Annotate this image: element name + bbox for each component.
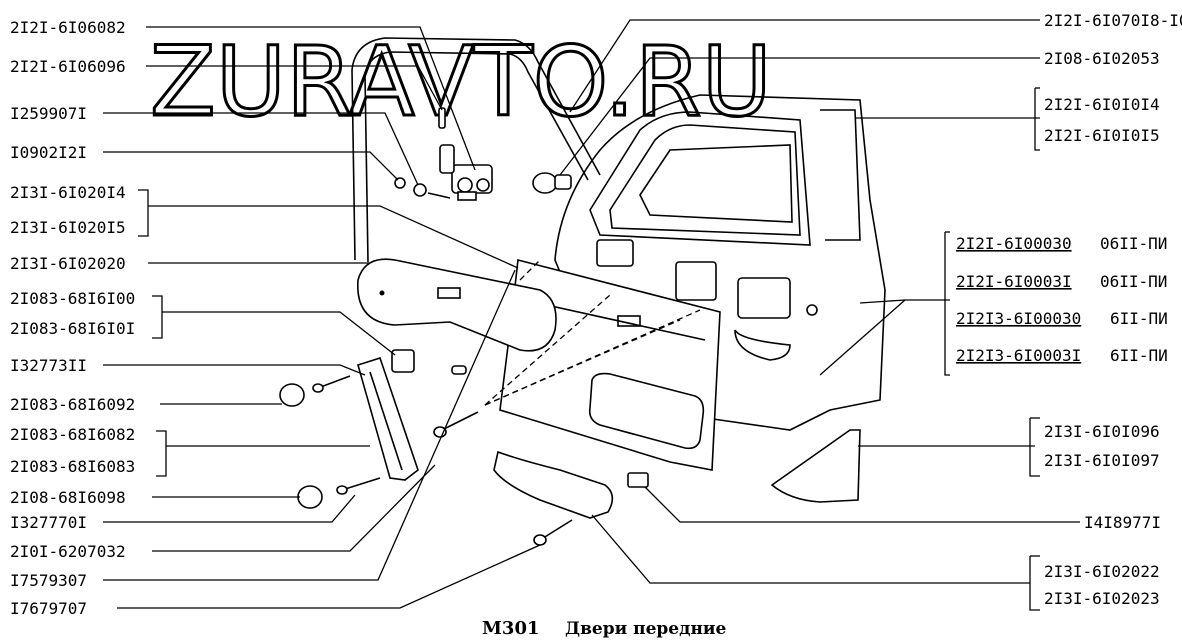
label-r3b: 2I2I-6I0I0I5 xyxy=(1044,126,1160,145)
label-l7b: 2I083-68I6I0I xyxy=(10,319,135,338)
label-l14: I7579307 xyxy=(10,571,87,590)
label-r4b: 2I2I-6I0003I xyxy=(956,272,1072,291)
label-l12: I327770I xyxy=(10,513,87,532)
washer-part xyxy=(413,183,427,197)
label-l11: 2I08-68I6098 xyxy=(10,488,126,507)
cap-part-lower xyxy=(297,485,323,509)
caption-title: Двери передние xyxy=(565,619,727,639)
label-l5a: 2I3I-6I020I4 xyxy=(10,183,126,202)
label-l10b: 2I083-68I6083 xyxy=(10,457,135,476)
left-labels: 2I2I-6I06082 2I2I-6I06096 I259907I I0902… xyxy=(10,18,135,618)
label-l2: 2I2I-6I06096 xyxy=(10,57,126,76)
door-drawing xyxy=(279,37,886,546)
caption: M301 Двери передние xyxy=(482,618,727,639)
label-l6: 2I3I-6I02020 xyxy=(10,254,126,273)
label-l3: I259907I xyxy=(10,104,87,123)
label-r4a-note: 06II-ПИ xyxy=(1100,234,1167,253)
label-r4d: 2I2I3-6I0003I xyxy=(956,346,1081,365)
pull-handle-part xyxy=(357,356,419,481)
label-r2: 2I08-6I02053 xyxy=(1044,49,1160,68)
label-l7a: 2I083-68I6I00 xyxy=(10,289,135,308)
label-l1: 2I2I-6I06082 xyxy=(10,18,126,37)
window-seal-part xyxy=(351,37,601,261)
label-r5b: 2I3I-6I0I097 xyxy=(1044,451,1160,470)
door-shell-part xyxy=(554,94,886,431)
armrest-part xyxy=(357,258,557,352)
label-r4d-note: 6II-ПИ xyxy=(1110,346,1168,365)
label-r7a: 2I3I-6I02022 xyxy=(1044,562,1160,581)
label-l5b: 2I3I-6I020I5 xyxy=(10,218,126,237)
pocket-part xyxy=(493,450,614,519)
label-r4c: 2I2I3-6I00030 xyxy=(956,309,1081,328)
label-r4b-note: 06II-ПИ xyxy=(1100,272,1167,291)
watermark: ZURAVTO.RU xyxy=(150,26,772,138)
caption-code: M301 xyxy=(482,618,540,639)
cap-part-upper xyxy=(279,383,305,407)
assembly-arrows xyxy=(484,259,701,406)
label-l10a: 2I083-68I6082 xyxy=(10,425,135,444)
label-r7b: 2I3I-6I02023 xyxy=(1044,589,1160,608)
right-labels: 2I2I-6I070I8-I0 2I08-6I02053 2I2I-6I0I0I… xyxy=(956,11,1182,608)
label-r1: 2I2I-6I070I8-I0 xyxy=(1044,11,1182,30)
label-l13: 2I0I-6207032 xyxy=(10,542,126,561)
label-l4: I0902I2I xyxy=(10,143,87,162)
label-l8: I32773II xyxy=(10,356,87,375)
clip-part xyxy=(391,349,415,373)
label-r4a: 2I2I-6I00030 xyxy=(956,234,1072,253)
outer-button-part xyxy=(532,172,572,194)
lock-bolt-part xyxy=(438,107,446,129)
label-r6: I4I8977I xyxy=(1084,513,1161,532)
door-lock-part xyxy=(439,144,493,201)
label-r4c-note: 6II-ПИ xyxy=(1110,309,1168,328)
label-l9: 2I083-68I6092 xyxy=(10,395,135,414)
left-leaders xyxy=(103,26,541,609)
label-r5a: 2I3I-6I0I096 xyxy=(1044,422,1160,441)
label-l15: I7679707 xyxy=(10,599,87,618)
mud-guard-part xyxy=(770,429,861,503)
label-r3a: 2I2I-6I0I0I4 xyxy=(1044,95,1160,114)
small-clip-part xyxy=(627,472,649,488)
plug-part xyxy=(451,365,467,375)
right-leaders xyxy=(559,19,1080,611)
